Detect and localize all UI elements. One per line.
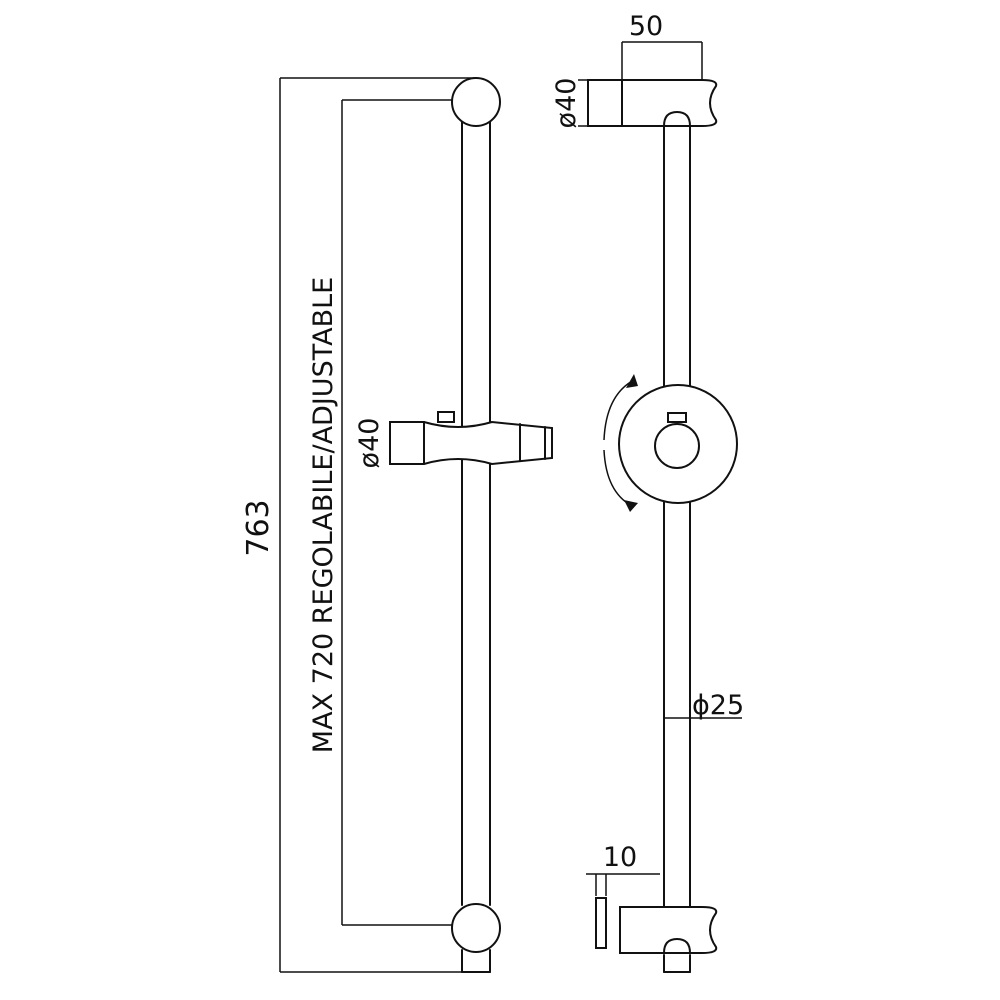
rotation-arrow-icon — [603, 374, 638, 512]
bar-diameter-label: ϕ25 — [692, 690, 744, 721]
overall-height-label: 763 — [241, 499, 276, 556]
bracket-diameter-label: ø40 — [551, 78, 582, 129]
slider-diameter-label: ø40 — [354, 418, 385, 469]
holder-offset-dimension: 10 — [586, 842, 660, 896]
front-view: 763 MAX 720 REGOLABILE/ADJUSTABLE — [241, 77, 553, 973]
bracket-depth-dimension: 50 — [621, 11, 703, 80]
front-slider: ø40 — [354, 411, 553, 469]
side-bar — [663, 123, 691, 973]
adjustable-span-label: MAX 720 REGOLABILE/ADJUSTABLE — [308, 277, 339, 753]
side-view: 50 ø40 ϕ25 — [551, 11, 744, 973]
front-top-cap — [451, 77, 501, 127]
side-rotating-holder — [618, 384, 738, 504]
side-top-bracket — [587, 79, 718, 127]
bracket-diameter-dimension: ø40 — [551, 78, 588, 129]
front-bar — [461, 117, 491, 973]
wall-plate — [595, 897, 607, 949]
front-bottom-cap — [451, 903, 501, 953]
bracket-depth-label: 50 — [629, 11, 663, 42]
holder-offset-label: 10 — [603, 842, 637, 873]
adjustable-span-dimension: MAX 720 REGOLABILE/ADJUSTABLE — [308, 99, 455, 926]
side-bottom-bracket — [595, 897, 718, 954]
overall-height-dimension: 763 — [241, 77, 476, 973]
bar-diameter-dimension: ϕ25 — [664, 690, 744, 721]
